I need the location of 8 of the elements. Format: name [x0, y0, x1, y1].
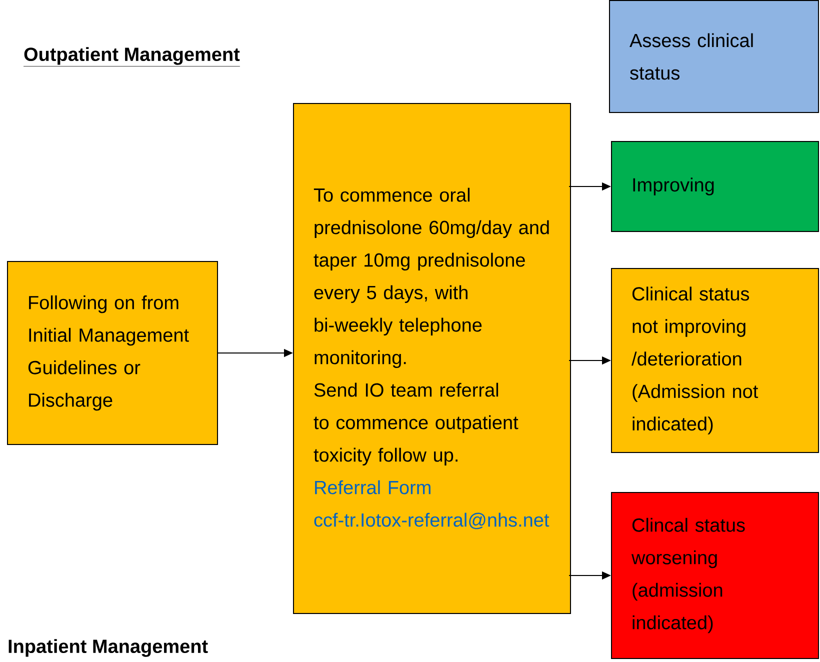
status-box: Clinical status not improving /deterioration (Admission not indicated)	[611, 268, 819, 453]
status-box: Improving	[611, 141, 819, 232]
process-box: Following on from Initial Management Guidelines or Discharge	[7, 261, 218, 445]
heading: Inpatient Management	[8, 639, 208, 657]
status-box: Assess clinical status	[609, 0, 819, 113]
status-box: Clincal status worsening (admission indicated)	[611, 492, 819, 659]
heading: Outpatient Management	[23, 47, 240, 66]
process-box: To commence oral prednisolone 60mg/day and taper 10mg prednisolone every 5 days, with bi-weekly telephone monitoring. Send IO team referral to commence outpatient toxicity follow up. Referral Form ccf-tr.Iotox-referral@nhs.net	[293, 103, 571, 614]
